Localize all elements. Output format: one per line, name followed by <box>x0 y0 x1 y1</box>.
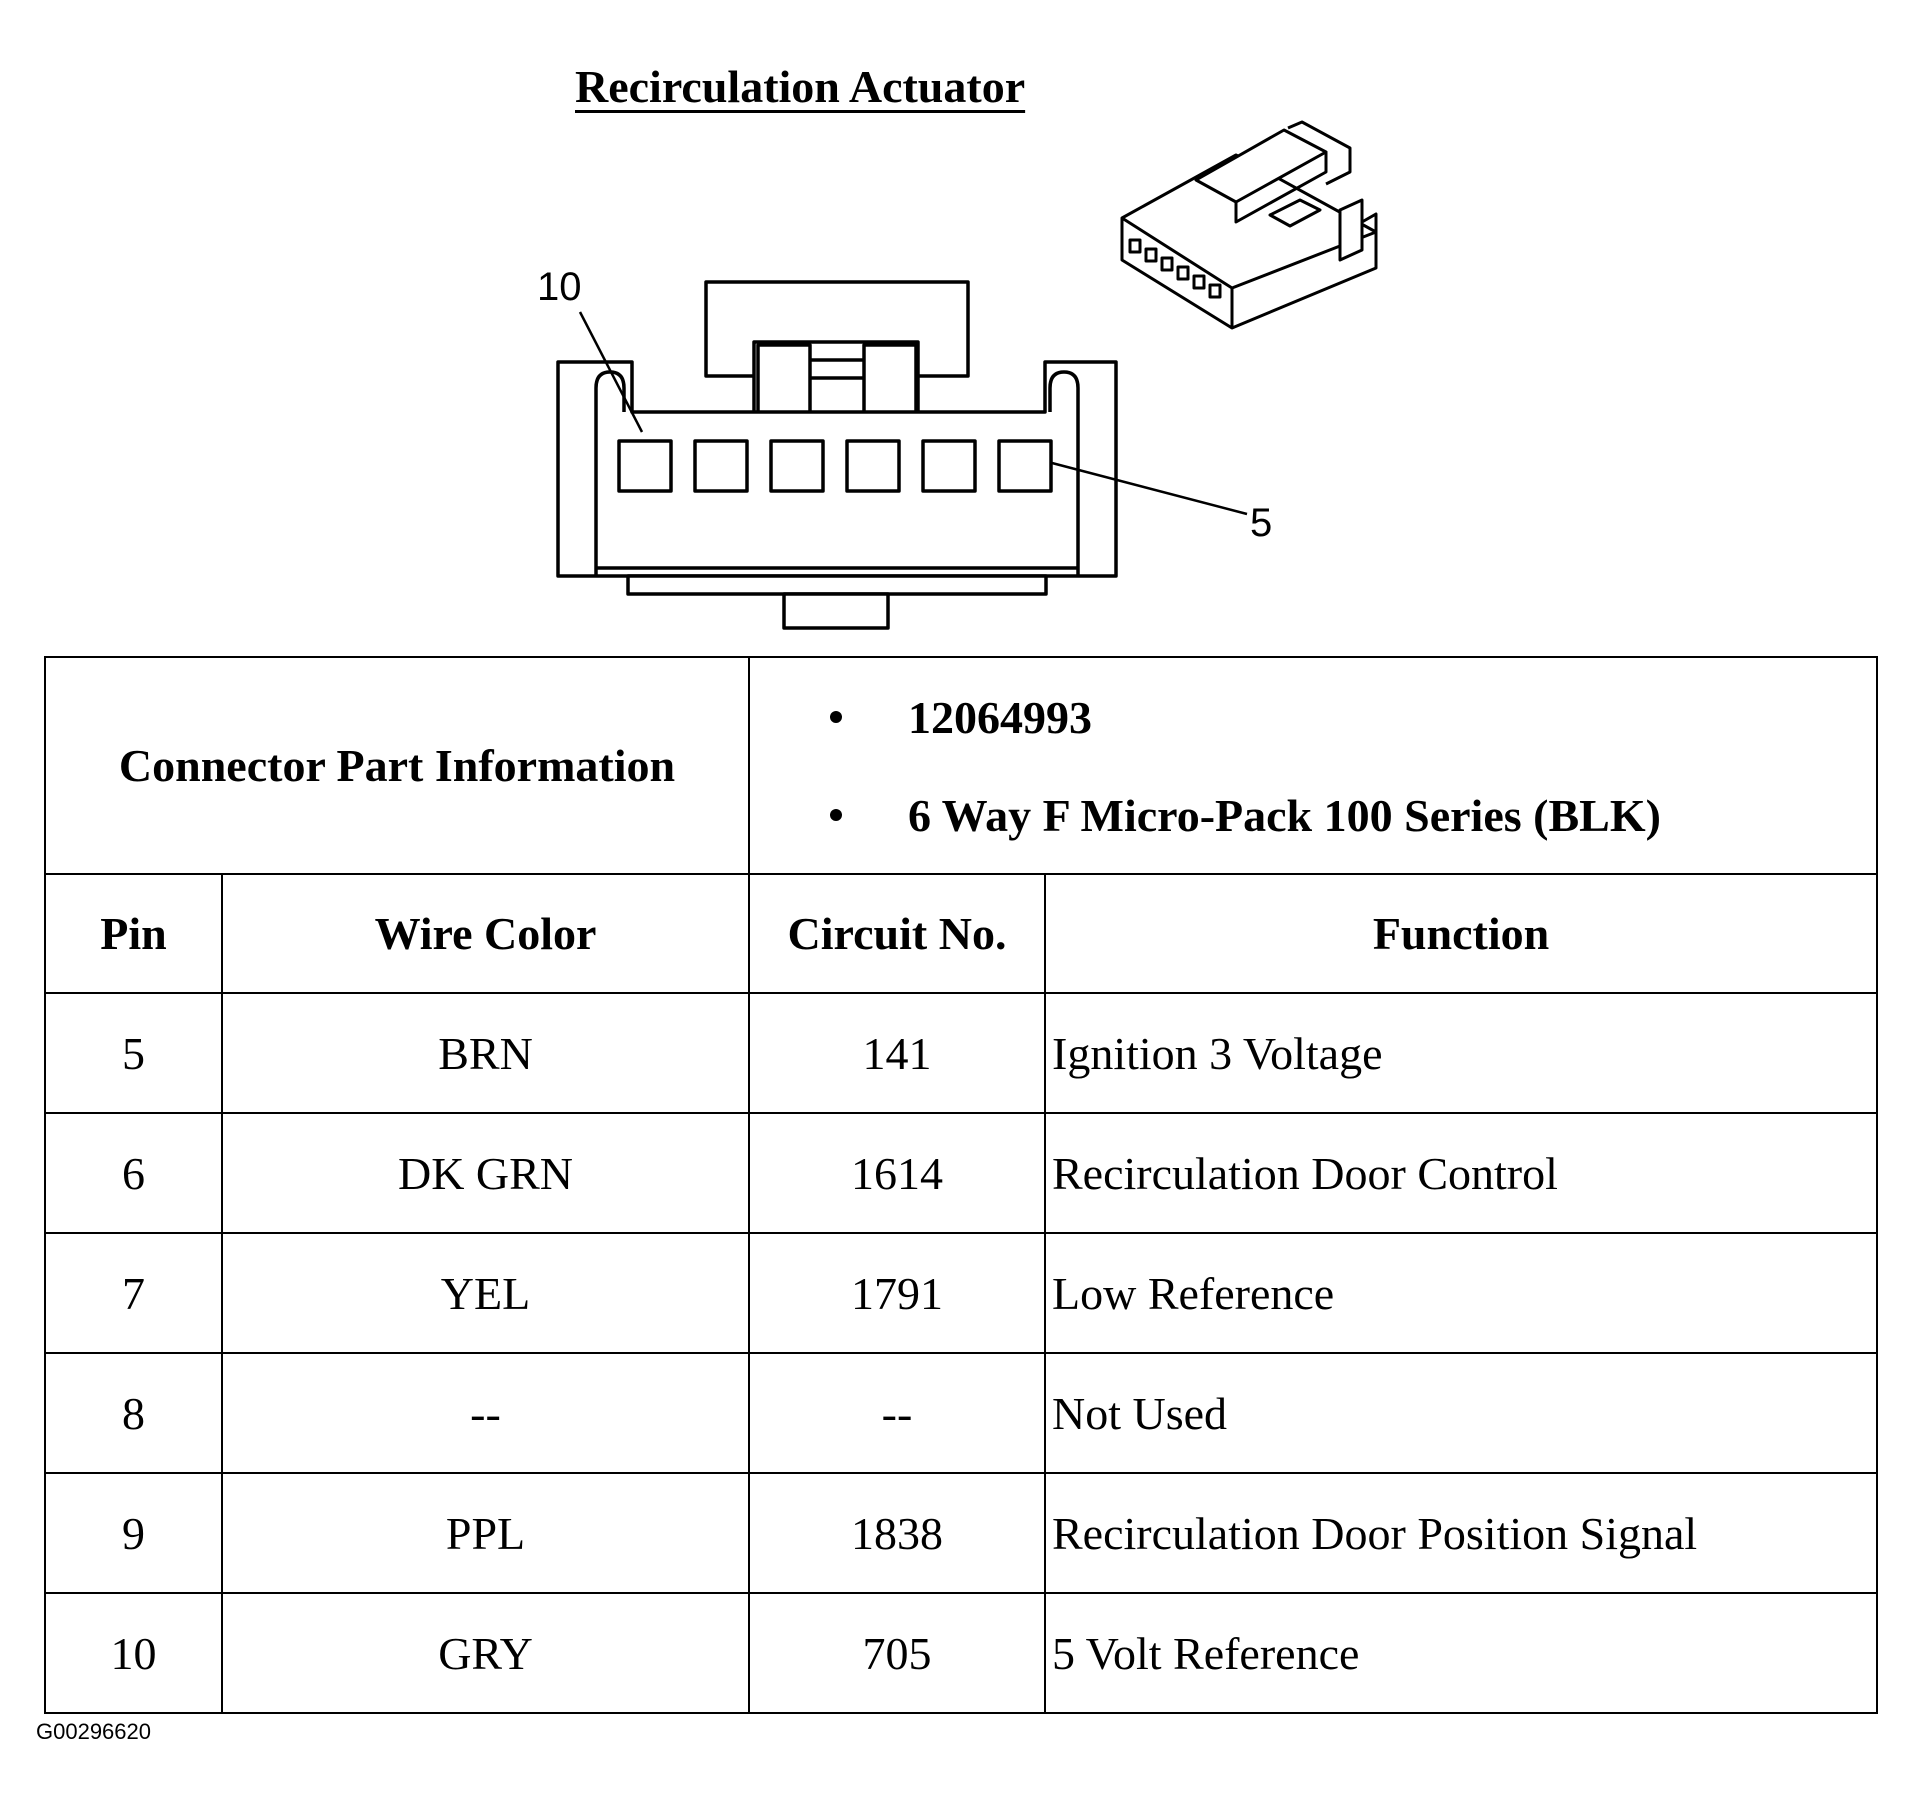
cavity <box>769 439 825 493</box>
function-cell: Low Reference <box>1044 1232 1878 1354</box>
callout-label-10: 10 <box>537 265 582 309</box>
pin-cell: 5 <box>44 992 223 1114</box>
cavity <box>845 439 901 493</box>
header-function: Function <box>1044 873 1878 994</box>
wire-color-cell: DK GRN <box>221 1112 750 1234</box>
pin-cell: 10 <box>44 1592 223 1714</box>
connector-iso-view <box>1120 120 1378 330</box>
part-number: 12064993 <box>830 694 1876 741</box>
header-circuit-no: Circuit No. <box>748 873 1046 994</box>
circuit-cell: 1838 <box>748 1472 1046 1594</box>
connector-diagram: 10 5 <box>537 120 1378 630</box>
function-cell: Not Used <box>1044 1352 1878 1474</box>
circuit-cell: 1791 <box>748 1232 1046 1354</box>
pinout-table: Connector Part Information 12064993 6 Wa… <box>44 656 1878 1714</box>
pin-cell: 7 <box>44 1232 223 1354</box>
connector-info-values: 12064993 6 Way F Micro-Pack 100 Series (… <box>748 656 1878 875</box>
cavity-row <box>617 439 1053 493</box>
header-wire-color: Wire Color <box>221 873 750 994</box>
page-title: Recirculation Actuator <box>575 61 1026 112</box>
header-pin: Pin <box>44 873 223 994</box>
wire-color-cell: GRY <box>221 1592 750 1714</box>
cavity <box>921 439 977 493</box>
table-row: 7 YEL 1791 Low Reference <box>44 1232 1878 1354</box>
table-row: 9 PPL 1838 Recirculation Door Position S… <box>44 1472 1878 1594</box>
function-cell: Recirculation Door Position Signal <box>1044 1472 1878 1594</box>
wire-color-cell: PPL <box>221 1472 750 1594</box>
callout-label-5: 5 <box>1250 501 1272 545</box>
connector-latch <box>704 280 970 418</box>
circuit-cell: -- <box>748 1352 1046 1474</box>
wire-color-cell: -- <box>221 1352 750 1474</box>
table-row: 6 DK GRN 1614 Recirculation Door Control <box>44 1112 1878 1234</box>
connector-base-lip <box>626 574 1048 596</box>
pin-cell: 6 <box>44 1112 223 1234</box>
table-header-row: Pin Wire Color Circuit No. Function <box>44 873 1878 994</box>
figure-id: G00296620 <box>36 1719 151 1744</box>
callout-leader-10 <box>578 311 644 433</box>
connector-info-row: Connector Part Information 12064993 6 Wa… <box>44 656 1878 875</box>
callout-leader-5 <box>1051 461 1248 516</box>
cavity <box>617 439 673 493</box>
circuit-cell: 705 <box>748 1592 1046 1714</box>
cavity <box>693 439 749 493</box>
function-cell: 5 Volt Reference <box>1044 1592 1878 1714</box>
pin-cell: 9 <box>44 1472 223 1594</box>
function-cell: Ignition 3 Voltage <box>1044 992 1878 1114</box>
pin-cell: 8 <box>44 1352 223 1474</box>
table-row: 8 -- -- Not Used <box>44 1352 1878 1474</box>
wire-color-cell: BRN <box>221 992 750 1114</box>
cavity <box>997 439 1053 493</box>
function-cell: Recirculation Door Control <box>1044 1112 1878 1234</box>
connector-key <box>782 592 890 630</box>
circuit-cell: 1614 <box>748 1112 1046 1234</box>
table-row: 5 BRN 141 Ignition 3 Voltage <box>44 992 1878 1114</box>
table-row: 10 GRY 705 5 Volt Reference <box>44 1592 1878 1714</box>
connector-description: 6 Way F Micro-Pack 100 Series (BLK) <box>830 792 1876 839</box>
circuit-cell: 141 <box>748 992 1046 1114</box>
wire-color-cell: YEL <box>221 1232 750 1354</box>
connector-info-label: Connector Part Information <box>44 656 750 875</box>
